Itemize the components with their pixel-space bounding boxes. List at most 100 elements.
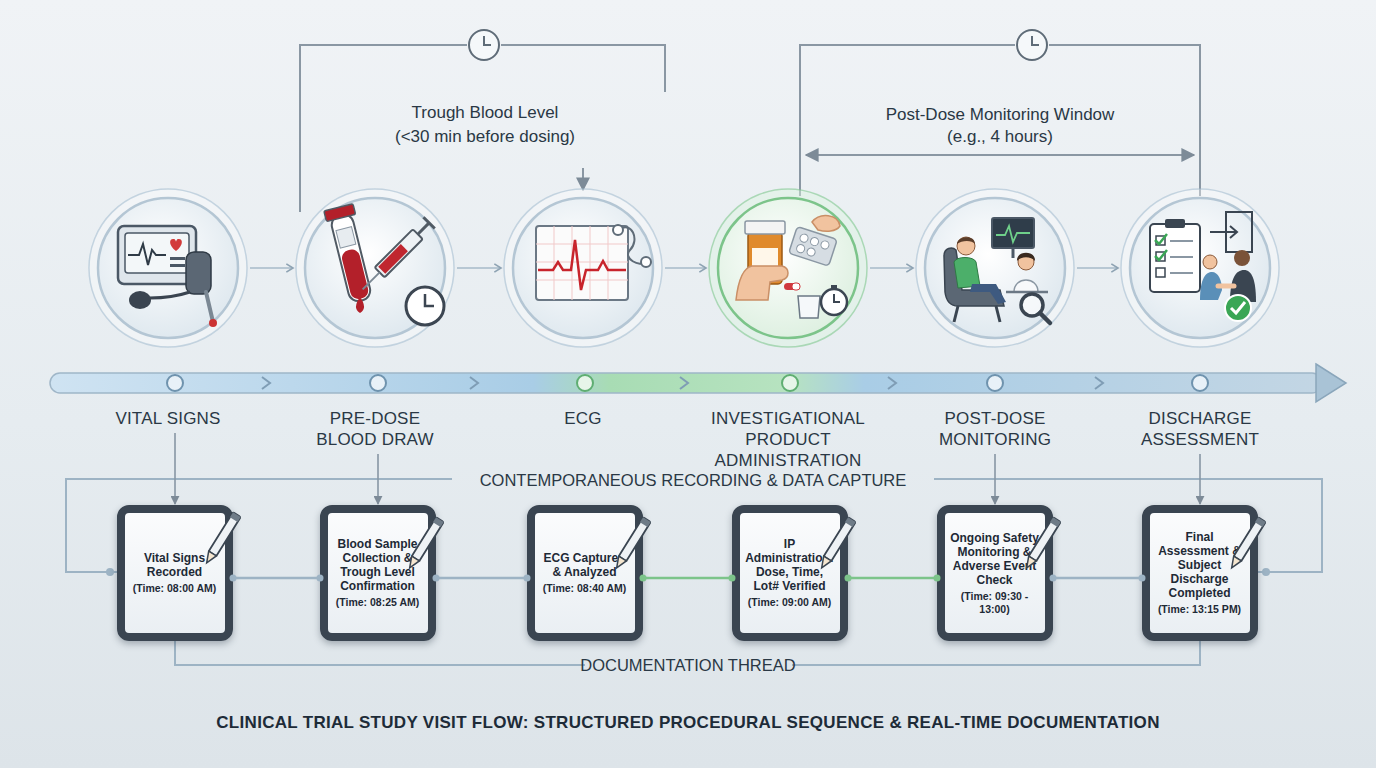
flow-connector bbox=[377, 454, 379, 504]
dosing-icon-part-part bbox=[820, 240, 830, 250]
record-tablet: Blood Sample Collection & Trough Level C… bbox=[320, 505, 436, 641]
connector-dot bbox=[1050, 575, 1057, 582]
blood-draw-icon-part bbox=[425, 294, 434, 306]
vitals-monitor-icon-part bbox=[209, 319, 217, 327]
bracket-label: (e.g., 4 hours) bbox=[947, 127, 1053, 147]
band-label: CONTEMPORANEOUS RECORDING & DATA CAPTURE bbox=[480, 471, 907, 490]
bracket-label: Post-Dose Monitoring Window bbox=[886, 105, 1115, 125]
circle-halo-part bbox=[504, 189, 662, 347]
bracket-label: Trough Blood Level bbox=[412, 103, 559, 123]
connector-dot bbox=[934, 575, 941, 582]
monitoring-window-bracket bbox=[800, 30, 1200, 196]
flow-connector bbox=[250, 267, 293, 269]
timeline-arrow-part bbox=[262, 377, 1103, 389]
step-label: INVESTIGATIONAL PRODUCT ADMINISTRATION bbox=[701, 408, 876, 471]
discharge-icon-part bbox=[1155, 234, 1167, 260]
blood-draw-icon-part bbox=[406, 287, 444, 325]
flow-connector bbox=[1053, 577, 1142, 580]
monitoring-icon-part bbox=[944, 248, 1004, 306]
step-label: ECG bbox=[488, 408, 678, 429]
record-time: (Time: 09:00 AM) bbox=[748, 596, 831, 609]
documentation-thread-line-part bbox=[175, 641, 585, 665]
monitoring-icon-part bbox=[1040, 313, 1050, 323]
monitoring-window-bracket-part bbox=[1049, 45, 1200, 196]
record-tablet: ECG Captured & Analyzed(Time: 08:40 AM) bbox=[527, 505, 643, 641]
step-label: VITAL SIGNS bbox=[73, 408, 263, 429]
record-text: ECG Captured & Analyzed bbox=[538, 551, 631, 579]
vitals-monitor-icon-part bbox=[186, 252, 211, 294]
step-node: VITAL SIGNS bbox=[73, 196, 263, 429]
dosing-icon-part-part bbox=[796, 244, 806, 254]
discharge-icon-part bbox=[1203, 255, 1217, 269]
blood-draw-icon-part bbox=[356, 297, 364, 313]
dosing-icon-part bbox=[798, 296, 820, 318]
step-circle-outline bbox=[305, 198, 445, 338]
dosing-icon-part bbox=[834, 294, 840, 302]
step-node: PRE-DOSE BLOOD DRAW bbox=[280, 196, 470, 450]
circle-halo-part bbox=[709, 189, 867, 347]
pencil-icon bbox=[203, 512, 1266, 570]
documentation-thread-line-part bbox=[792, 641, 1200, 665]
monitoring-icon-part bbox=[996, 306, 1000, 322]
discharge-icon-part bbox=[1165, 219, 1185, 228]
dosing-icon-part-part bbox=[806, 247, 816, 257]
connector-dot bbox=[845, 575, 852, 582]
step-label: DISCHARGE ASSESSMENT bbox=[1125, 408, 1275, 450]
ecg-icon-part bbox=[618, 227, 646, 264]
timeline-arrow-part bbox=[987, 375, 1003, 391]
discharge-icon-part bbox=[1150, 224, 1200, 292]
monitoring-window-bracket-part bbox=[1032, 36, 1039, 45]
ecg-icon-part bbox=[641, 257, 651, 267]
pencil-icon-part bbox=[613, 517, 651, 570]
monitoring-icon-part bbox=[1021, 294, 1043, 316]
monitoring-icon bbox=[944, 218, 1050, 323]
vitals-monitor-icon-part bbox=[118, 226, 196, 284]
monitoring-icon-part bbox=[1017, 253, 1035, 261]
discharge-icon-part bbox=[1156, 268, 1165, 277]
blood-draw-icon-part-part bbox=[375, 229, 423, 277]
dosing-icon-part-part bbox=[799, 233, 809, 243]
ecg-icon-part bbox=[536, 226, 628, 300]
trough-bracket-part bbox=[501, 45, 665, 92]
dosing-icon-part bbox=[831, 285, 837, 290]
circle-halo bbox=[89, 189, 1279, 347]
blood-draw-icon-part-part bbox=[423, 217, 434, 228]
documentation-thread-line bbox=[175, 641, 1200, 665]
circle-halo-part bbox=[1121, 189, 1279, 347]
step-circle bbox=[73, 196, 263, 340]
discharge-icon-part bbox=[1225, 295, 1251, 321]
dosing-icon-part bbox=[752, 248, 778, 266]
step-circle bbox=[1105, 196, 1295, 340]
connector-dot bbox=[729, 575, 736, 582]
blood-draw-icon-part-part bbox=[330, 212, 373, 303]
step-circle bbox=[900, 196, 1090, 340]
step-circle-outline bbox=[98, 198, 238, 338]
record-tablet: Ongoing Safety Monitoring & Adverse Even… bbox=[937, 505, 1053, 641]
recording-loop-line bbox=[66, 479, 1322, 576]
pencil-icon-part bbox=[203, 512, 241, 565]
record-tablet: IP Administration: Dose, Time, Lot# Veri… bbox=[732, 505, 848, 641]
pencil-icon-part bbox=[1228, 517, 1266, 570]
pencil-icon-part bbox=[1023, 517, 1061, 570]
record-text: Blood Sample Collection & Trough Level C… bbox=[331, 537, 424, 593]
vitals-monitor-icon-part bbox=[150, 292, 190, 298]
record-time: (Time: 09:30 - 13:00) bbox=[948, 590, 1041, 616]
trough-bracket-part bbox=[300, 45, 467, 212]
blood-draw-icon-part bbox=[357, 217, 435, 295]
circle-halo-part bbox=[89, 189, 247, 347]
record-tablet: Final Assessment & Subject Discharge Com… bbox=[1142, 505, 1258, 641]
timeline-arrow-part bbox=[370, 375, 386, 391]
timeline-arrow-part bbox=[577, 375, 593, 391]
record-text: Final Assessment & Subject Discharge Com… bbox=[1153, 530, 1246, 600]
discharge-icon-part bbox=[1231, 302, 1245, 313]
ecg-icon-part bbox=[536, 226, 628, 300]
step-circle-outline bbox=[925, 198, 1065, 338]
flow-connector bbox=[1077, 267, 1118, 269]
circle-halo-part bbox=[296, 189, 454, 347]
vitals-monitor-icon-part bbox=[128, 244, 166, 265]
dosing-icon-part bbox=[784, 283, 800, 290]
vitals-monitor-icon-part bbox=[206, 292, 213, 322]
trough-bracket-part bbox=[469, 30, 499, 60]
